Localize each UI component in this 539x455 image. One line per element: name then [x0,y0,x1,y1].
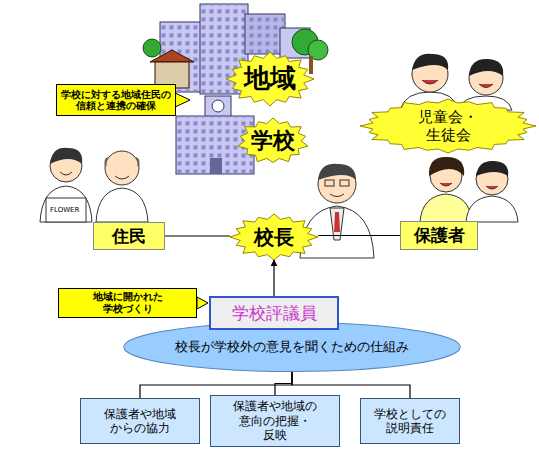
school-building-part [210,158,222,174]
connector [273,260,274,296]
town-buildings-part [143,39,161,57]
apron-print: FLOWER [50,206,79,214]
town-buildings-part [245,14,285,54]
council-box: 学校評議員 [209,296,339,330]
node-text: 保護者 [414,225,465,245]
node-text: 校長が学校外の意見を聞くための仕組み [175,339,409,355]
connector [165,235,230,236]
burst-shape [226,52,314,106]
students-figure-part [422,80,438,84]
residents-figure-part [60,172,72,175]
callout-box: 地域に開かれた 学校づくり [58,288,197,318]
callout-tails [173,92,208,309]
school-building-part [212,100,224,112]
principal-figure-part [325,180,334,186]
principal-figure-part [334,212,340,232]
parents-figure-part [429,157,464,176]
role-box: 保護者 [400,221,478,250]
residents-figure-part [105,151,139,185]
principal-starburst: 校長 [230,214,318,260]
principal-figure-part [318,164,356,180]
connector [318,235,400,236]
starburst-label: 学校 [237,118,309,164]
starburst-label: 地域 [226,52,314,106]
role-item-box: 保護者や地域の 意向の把握・反映 [210,395,340,447]
node-text: 地域 [244,63,296,94]
residents-figure-part [105,158,138,166]
students-figure [400,54,512,110]
parents-figure-part [476,161,508,176]
role-item-box: 学校としての 説明責任 [360,398,460,444]
node-text: 保護者や地域 からの協力 [104,407,176,436]
parents-figure-part [440,183,452,186]
burst-shape [230,214,318,260]
students-figure-part [479,84,493,88]
role-box: 住民 [93,222,165,250]
students-figure-part [412,54,448,70]
residents-figure-part [40,186,92,222]
node-text: 保護者や地域の 意向の把握・反映 [233,399,317,442]
students-figure-part [469,59,503,76]
town-buildings-part [245,14,285,54]
node-text: 学校評議員 [232,303,317,323]
node-text: 児童会・生徒会 [418,108,478,144]
residents-figure-part [115,176,129,179]
node-text: 住民 [112,226,146,246]
residents-figure [40,148,148,222]
connector [275,372,292,395]
ellipse-shape [124,323,461,372]
callout-tails-part [197,297,208,309]
parents-figure [420,157,518,222]
parents-figure-part [466,196,518,222]
residents-figure-part [96,188,148,222]
burst-shape [238,118,308,162]
node-text: 校長 [254,225,294,249]
role-item-box: 保護者や地域 からの協力 [80,398,200,444]
school-building-part [205,96,231,118]
principal-figure-part [340,180,349,186]
node-text: 学校に対する地域住民の 信頼と連携の確保 [61,89,171,112]
town-buildings-part [309,56,313,74]
group-badge: 児童会・生徒会 [360,99,536,153]
node-text: 地域に開かれた 学校づくり [93,291,163,315]
residents-figure-part [46,198,86,222]
burst-shape [360,99,536,153]
parents-figure-part [420,194,472,222]
node-text: 学校 [251,128,295,154]
residents-figure-part [50,148,82,164]
node-text: 学校としての 説明責任 [374,407,446,436]
principal-figure-part [300,206,374,258]
parents-figure-part [486,186,498,189]
principal-figure-part [330,194,344,197]
callout-box: 学校に対する地域住民の 信頼と連携の確保 [56,84,176,116]
